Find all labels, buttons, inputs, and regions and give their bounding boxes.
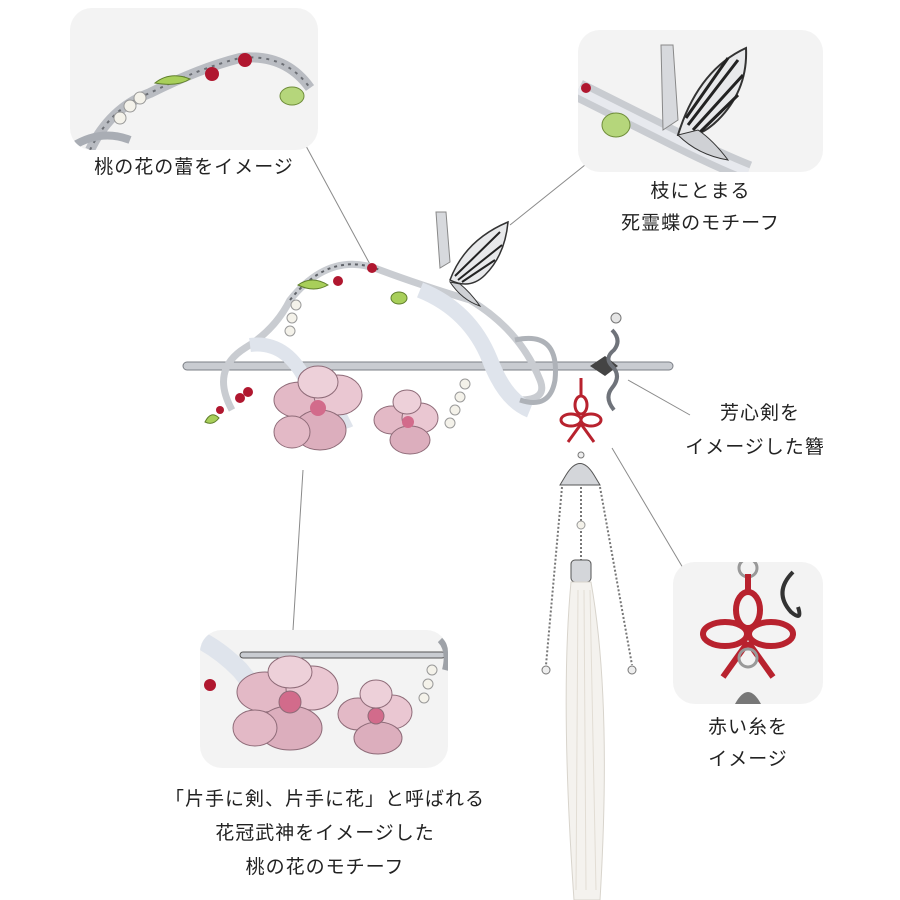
flower-caption-line2: 花冠武神をイメージした bbox=[215, 822, 435, 844]
butterfly-closeup-icon bbox=[578, 44, 753, 172]
bud-closeup-panel bbox=[70, 8, 318, 150]
leaf-buds bbox=[204, 279, 408, 424]
red-knot-icon bbox=[559, 378, 603, 443]
red-thread-caption-line2: イメージ bbox=[708, 748, 788, 770]
sword-caption-line2: イメージした簪 bbox=[685, 436, 825, 458]
fan-ornament bbox=[559, 451, 601, 486]
peach-blossom-small bbox=[373, 389, 439, 455]
butterfly-icon bbox=[435, 211, 509, 307]
butterfly-caption-line2: 死霊蝶のモチーフ bbox=[621, 212, 780, 234]
ruby-beads bbox=[216, 263, 377, 414]
sword-guard-icon bbox=[590, 312, 622, 412]
butterfly-caption-line1: 枝にとまる bbox=[650, 180, 751, 202]
flower-closeup-panel bbox=[200, 630, 448, 768]
red-thread-caption-line1: 赤い糸を bbox=[707, 716, 788, 738]
peach-blossom-large bbox=[273, 365, 363, 451]
flower-caption-line3: 桃の花のモチーフ bbox=[245, 856, 405, 878]
sword-caption-line1: 芳心剣を bbox=[719, 402, 800, 424]
red-thread-closeup-panel bbox=[673, 562, 823, 704]
flower-caption-line1: 「片手に剣、片手に花」と呼ばれる bbox=[164, 788, 485, 810]
red-knot-closeup-icon bbox=[700, 562, 802, 704]
butterfly-closeup-panel bbox=[578, 30, 823, 172]
peach-blossom-closeup-icon bbox=[200, 631, 448, 755]
peach-bud-closeup-icon bbox=[70, 52, 315, 150]
tassel bbox=[565, 559, 605, 900]
pearls bbox=[284, 299, 471, 429]
bud-caption: 桃の花の蕾をイメージ bbox=[94, 156, 294, 178]
